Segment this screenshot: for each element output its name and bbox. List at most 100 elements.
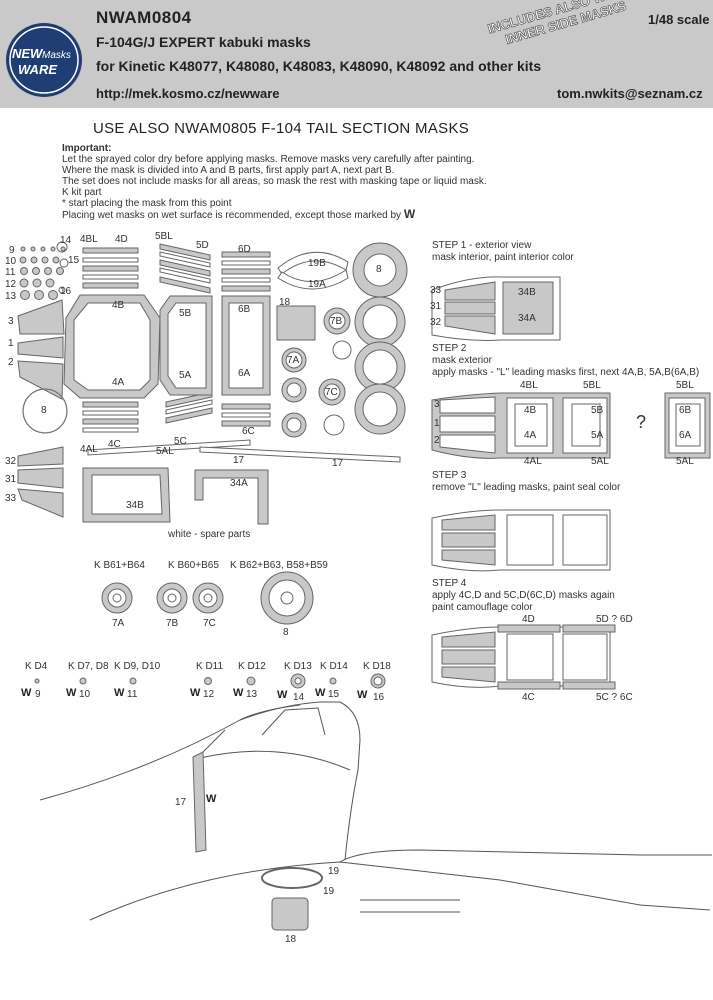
mask-34A [194, 469, 269, 525]
step-1-text: STEP 1 - exterior view mask interior, pa… [432, 240, 574, 264]
s2-label-5AL-b: 5AL [676, 456, 694, 467]
note-line: Where the mask is divided into A and B p… [62, 165, 395, 176]
fuselage-label-17: 17 [175, 797, 187, 808]
s4-label-5C-6C: 5C ? 6C [596, 692, 633, 703]
light-num: 13 [246, 689, 258, 700]
fuselage-mask-19 [261, 867, 323, 889]
step-1-desc: mask interior, paint interior color [432, 252, 574, 263]
label-4D: 4D [115, 234, 128, 245]
s2-label-5A: 5A [591, 430, 604, 441]
scale-label: 1/48 scale [648, 12, 710, 27]
label-6B: 6B [238, 304, 251, 315]
note-line: The set does not include masks for all a… [62, 176, 487, 187]
label-8b: 8 [376, 264, 382, 275]
light-num: 10 [79, 689, 91, 700]
step2-diagram [431, 392, 711, 459]
label-34A: 34A [230, 478, 248, 489]
note-line: Let the sprayed color dry before applyin… [62, 154, 475, 165]
light-kit-label: K D11 [196, 661, 224, 672]
wheel-label-8: 8 [283, 627, 289, 638]
label-6C: 6C [242, 426, 255, 437]
step-3-desc: remove "L" leading masks, paint seal col… [432, 482, 621, 493]
light-num: 9 [35, 689, 41, 700]
s2-label-4AL: 4AL [524, 456, 542, 467]
label-11: 11 [5, 267, 16, 278]
fuselage-drawing [39, 701, 712, 921]
mask-4-frame [63, 294, 161, 399]
note-line: K kit part [62, 187, 102, 198]
wheel-group-2-label: K B60+B65 [168, 560, 219, 571]
label-7B: 7B [330, 316, 343, 327]
label-13: 13 [5, 291, 17, 302]
s2-label-5BL-b: 5BL [676, 380, 694, 391]
stripes-5 [159, 243, 213, 424]
label-3: 3 [8, 316, 14, 327]
s2-question-mark: ? [636, 412, 647, 432]
label-10: 10 [5, 256, 17, 267]
wet-mark-icon: W [66, 687, 77, 699]
email-link[interactable]: tom.nwkits@seznam.cz [557, 86, 703, 101]
logo-text-new: NEW [12, 46, 44, 61]
label-16: 16 [60, 286, 72, 297]
light-kit-label: K D13 [284, 661, 312, 672]
wheel-group-1-label: K B61+B64 [94, 560, 145, 571]
label-19B: 19B [308, 258, 326, 269]
label-5D: 5D [196, 240, 209, 251]
label-5AL: 5AL [156, 446, 174, 457]
s2-label-4B: 4B [524, 405, 537, 416]
mask-8-outline [22, 388, 68, 434]
step1-diagram [431, 276, 561, 341]
light-kit-label: K D14 [320, 661, 348, 672]
wheel-label-7A: 7A [112, 618, 125, 629]
label-5C: 5C [174, 436, 187, 447]
use-also-banner: USE ALSO NWAM0805 F-104 TAIL SECTION MAS… [93, 120, 470, 137]
kit-list: for Kinetic K48077, K48080, K48083, K480… [96, 58, 542, 74]
label-7A: 7A [287, 355, 300, 366]
step-1-title: STEP 1 - exterior view [432, 240, 532, 251]
label-5B: 5B [179, 308, 192, 319]
spare-parts-label: white - spare parts [168, 529, 251, 540]
label-18: 18 [279, 297, 291, 308]
s2-label-5BL: 5BL [583, 380, 601, 391]
wet-mark-icon: W [315, 687, 326, 699]
s2-label-1: 1 [434, 418, 440, 429]
label-9: 9 [9, 245, 15, 256]
mask-18 [276, 305, 316, 341]
light-kit-label: K D7, D8 [68, 661, 109, 672]
logo-text-ware: WARE [18, 62, 57, 77]
s2-label-3: 3 [434, 399, 440, 410]
s2-label-5AL: 5AL [591, 456, 609, 467]
fuselage-mask-17 [192, 751, 207, 853]
s4-label-4D: 4D [522, 614, 535, 625]
newware-logo: NEW Masks WARE [6, 23, 82, 97]
light-num: 11 [127, 689, 138, 700]
mask-34B [82, 467, 171, 523]
dot-grid [19, 241, 69, 300]
label-34B: 34B [126, 500, 144, 511]
spare-ring-2 [323, 414, 345, 436]
stripes-4 [82, 247, 139, 433]
label-8: 8 [41, 405, 47, 416]
step4-diagram [431, 624, 616, 690]
light-num: 15 [328, 689, 340, 700]
label-7C: 7C [325, 387, 338, 398]
mask-17b [199, 446, 401, 463]
wheel-label-7B: 7B [166, 618, 179, 629]
mask-17a [87, 439, 251, 456]
light-num: 14 [293, 692, 305, 703]
light-kit-label: K D9, D10 [114, 661, 161, 672]
step-4-desc-1: apply 4C,D and 5C,D(6C,D) masks again [432, 590, 615, 601]
step-2-desc-2: apply masks - "L" leading masks first, n… [432, 367, 700, 378]
mask-31 [17, 467, 64, 489]
label-2: 2 [8, 357, 14, 368]
step-2-title: STEP 2 [432, 343, 467, 354]
website-link[interactable]: http://mek.kosmo.cz/newware [96, 86, 280, 101]
fuselage-label-18: 18 [285, 934, 297, 945]
s4-label-4C: 4C [522, 692, 535, 703]
stripes-6 [221, 251, 271, 427]
label-1: 1 [8, 338, 14, 349]
spare-circle [332, 340, 352, 360]
step-2-text: STEP 2 mask exterior apply masks - "L" l… [432, 343, 699, 379]
s1-label-34A: 34A [518, 313, 536, 324]
